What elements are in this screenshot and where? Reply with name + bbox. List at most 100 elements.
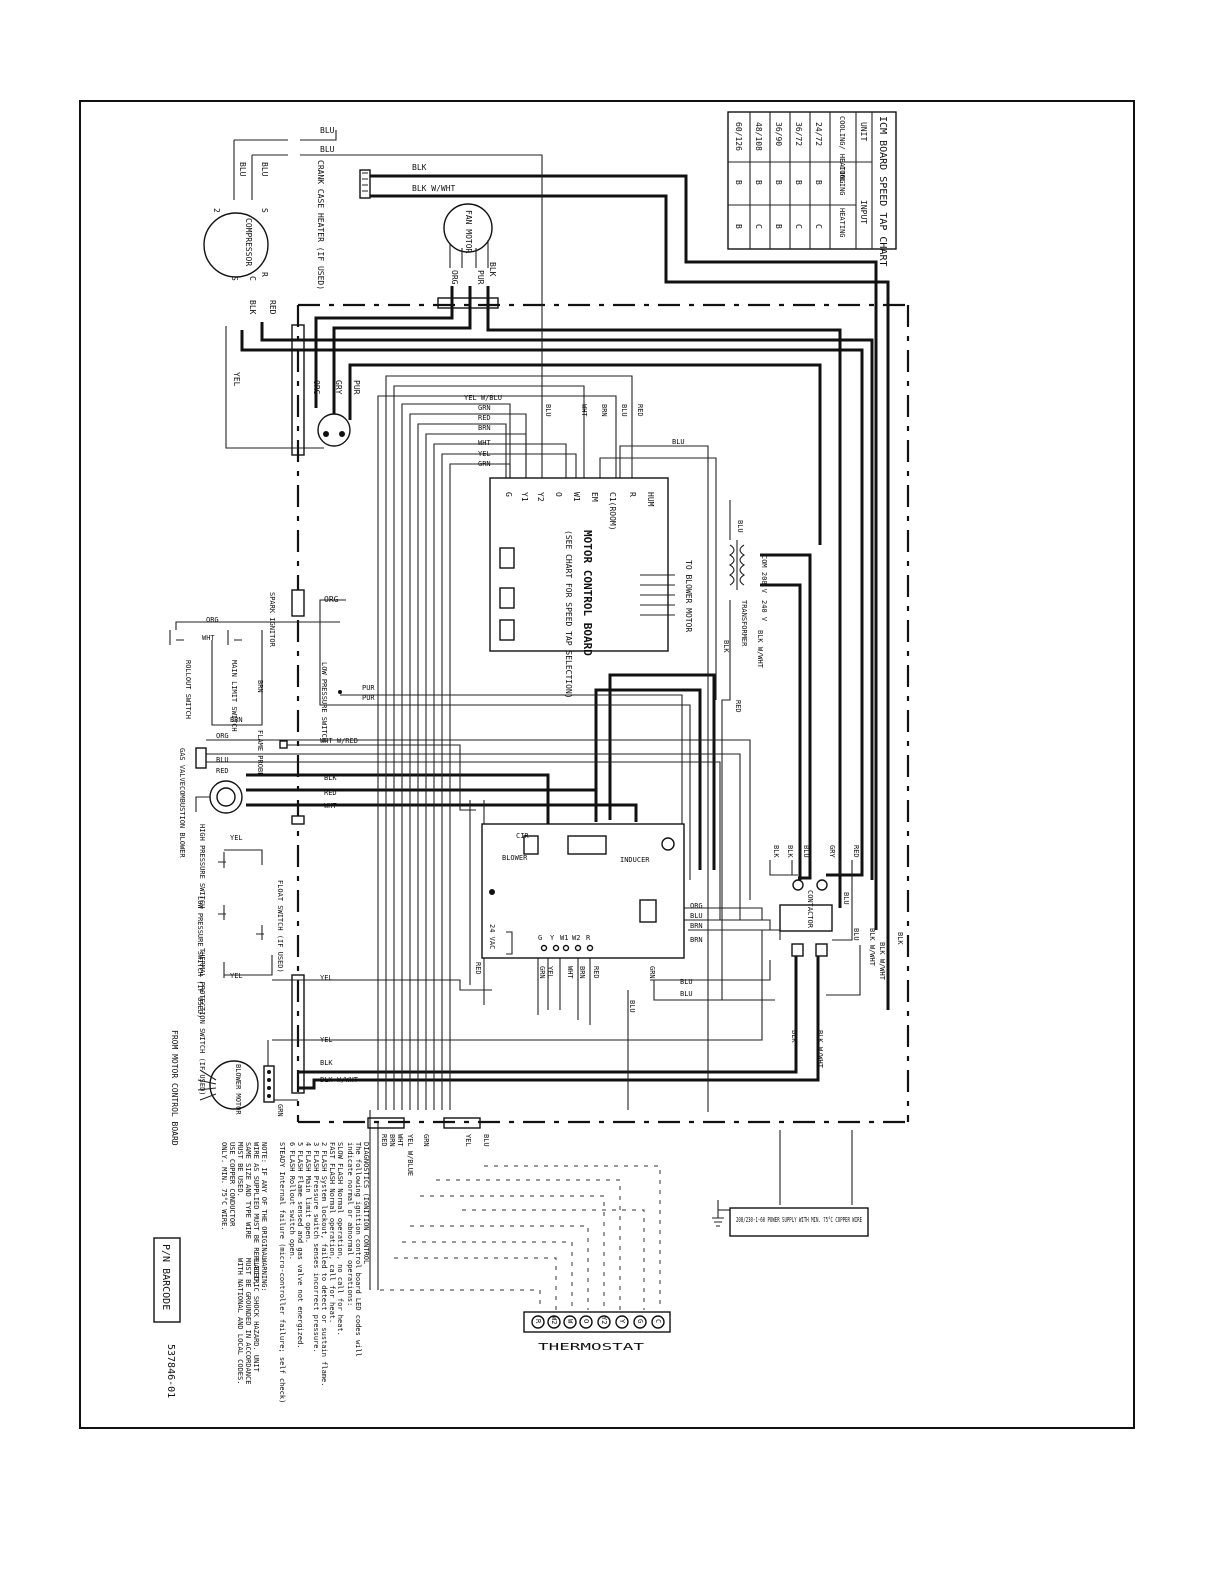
main-limit-switch: MAIN LIMIT SWITCH BRN BRN: [227, 630, 264, 732]
svg-text:B: B: [774, 224, 783, 229]
svg-text:BLU: BLU: [842, 892, 850, 905]
control-box-boundary: [296, 303, 910, 1124]
svg-text:WARNING:: WARNING:: [260, 1258, 268, 1292]
thermostat-wiring: [380, 1165, 661, 1310]
svg-text:4 FLASH Main limit open.: 4 FLASH Main limit open.: [304, 1142, 312, 1243]
bottom-wire-labels: RED BRN WHT YEL W/BLUE GRN YEL BLU: [380, 1134, 490, 1176]
svg-text:BLU: BLU: [802, 845, 810, 858]
mcb-wire-labels: YEL W/BLU GRN RED BRN WHT YEL GRN BLU WH…: [464, 394, 685, 468]
ignition-terminal: W1: [560, 934, 568, 942]
svg-text:BLU: BLU: [320, 126, 335, 135]
ignition-terminal: R: [586, 934, 591, 942]
svg-text:B: B: [774, 180, 783, 185]
svg-text:B: B: [814, 180, 823, 185]
wire-connectors: [291, 297, 499, 1129]
svg-text:BLK: BLK: [488, 262, 497, 277]
diagnostics-notes: DIAGNOSTICS (IGNITION CONTROL The follow…: [278, 1142, 370, 1403]
svg-text:BLK: BLK: [320, 1059, 333, 1067]
svg-text:B: B: [734, 180, 743, 185]
motor-control-board: MOTOR CONTROL BOARD (SEE CHART FOR SPEED…: [489, 477, 693, 699]
thermostat-terminal: Y: [618, 1319, 626, 1324]
svg-text:BLK W/WHT: BLK W/WHT: [320, 1076, 359, 1084]
svg-text:BLU: BLU: [680, 990, 693, 998]
mcb-terminal: O: [554, 492, 563, 497]
flame-probe: FLAME PROBE WHT W/RED ORG: [216, 730, 358, 776]
svg-text:THERMAL PROTECTION SWITCH (IF: THERMAL PROTECTION SWITCH (IF USED): [198, 948, 206, 1096]
svg-text:3 FLASH Pressure switch sense: 3 FLASH Pressure switch senses incorrect…: [312, 1142, 320, 1353]
svg-text:HIGH PRESSURE SWITCH: HIGH PRESSURE SWITCH: [198, 824, 206, 908]
svg-text:BLU: BLU: [628, 1000, 636, 1013]
spark-ignitor: SPARK IGNITOR ORG: [268, 589, 339, 648]
svg-text:FROM MOTOR CONTROL BOARD: FROM MOTOR CONTROL BOARD: [170, 1030, 179, 1146]
power-supply: 208/230-1-60 POWER SUPPLY WITH MIN. 75°C…: [712, 1200, 869, 1237]
svg-text:BLU: BLU: [544, 404, 552, 417]
svg-text:S: S: [230, 276, 239, 281]
svg-text:RED: RED: [478, 414, 491, 422]
svg-text:BLK: BLK: [790, 1030, 798, 1043]
svg-text:BLK: BLK: [896, 932, 904, 945]
svg-text:C: C: [814, 224, 823, 229]
shock-warning: WARNING: ELECTRIC SHOCK HAZARD. UNIT MUS…: [236, 1258, 268, 1384]
svg-text:BLU: BLU: [260, 162, 269, 177]
high-pressure-switch: HIGH PRESSURE SWITCH YEL: [198, 824, 243, 908]
combustion-blower: COMBUSTION BLOWER BLK RED WHT: [178, 774, 337, 858]
svg-text:YEL: YEL: [320, 1036, 333, 1044]
svg-text:FLOAT SWITCH (IF USED): FLOAT SWITCH (IF USED): [276, 880, 284, 973]
blower-motor: BLOWER MOTOR FROM MOTOR CONTROL BOARD YE…: [170, 1030, 359, 1146]
thermostat-terminal: W2: [550, 1316, 558, 1324]
svg-text:DIAGNOSTICS (IGNITION CONTROL: DIAGNOSTICS (IGNITION CONTROL: [362, 1142, 370, 1264]
svg-text:C: C: [754, 224, 763, 229]
svg-text:BLK W/WHT: BLK W/WHT: [878, 942, 886, 981]
svg-text:BLU: BLU: [680, 978, 693, 986]
mcb-terminal: C1(ROOM): [608, 492, 617, 531]
svg-text:ORG: ORG: [312, 380, 321, 395]
svg-text:BRN: BRN: [690, 922, 703, 930]
svg-text:BRN: BRN: [256, 680, 264, 693]
gas-valve: GAS VALVE BLU RED: [178, 747, 229, 786]
svg-text:YEL: YEL: [230, 972, 243, 980]
mcb-title: MOTOR CONTROL BOARD: [581, 530, 594, 656]
svg-text:BRN: BRN: [690, 936, 703, 944]
svg-text:LOW PRESSURE SWITCH: LOW PRESSURE SWITCH: [320, 662, 328, 742]
svg-text:BLU: BLU: [238, 162, 247, 177]
svg-text:BLU: BLU: [216, 756, 229, 764]
svg-text:PUR: PUR: [362, 694, 375, 702]
svg-text:BLOWER MOTOR: BLOWER MOTOR: [234, 1064, 242, 1115]
svg-text:S: S: [260, 208, 269, 213]
svg-text:YEL: YEL: [464, 1134, 472, 1147]
svg-text:USE COPPER CONDUCTOR: USE COPPER CONDUCTOR: [228, 1142, 236, 1227]
svg-text:FLAME PROBE: FLAME PROBE: [256, 730, 264, 776]
svg-text:LOW PRESSURE SWITCH (IF USED): LOW PRESSURE SWITCH (IF USED): [196, 896, 204, 1018]
ignition-control-board: CIR BLOWER INDUCER 24 VAC G Y W1 W2 R: [481, 823, 685, 959]
svg-text:MUST BE GROUNDED IN ACCORDANCE: MUST BE GROUNDED IN ACCORDANCE: [244, 1258, 252, 1384]
thermostat-terminal: G: [636, 1319, 644, 1323]
chart-row: 60/126 B B: [734, 122, 743, 229]
crankcase-label: CRANK CASE HEATER (IF USED): [316, 160, 325, 290]
svg-text:B: B: [734, 224, 743, 229]
part-number: 537846-01: [165, 1344, 176, 1398]
svg-text:48/108: 48/108: [754, 122, 763, 151]
svg-text:GRY: GRY: [334, 380, 343, 395]
chart-sub-cooling-heating: COOLING/ HEATING: [838, 116, 846, 183]
svg-text:BRN: BRN: [230, 716, 243, 724]
svg-text:RED: RED: [268, 300, 277, 315]
thermal-protection-switch: THERMAL PROTECTION SWITCH (IF USED) YEL …: [198, 948, 333, 1096]
svg-text:NOTE: IF ANY OF THE ORIGINAL: NOTE: IF ANY OF THE ORIGINAL: [260, 1142, 268, 1260]
svg-text:RED: RED: [636, 404, 644, 417]
svg-text:24 VAC: 24 VAC: [488, 924, 496, 949]
thermostat-terminal: Y2: [600, 1316, 608, 1324]
svg-text:YEL W/BLU: YEL W/BLU: [464, 394, 502, 402]
svg-text:MAIN LIMIT SWITCH: MAIN LIMIT SWITCH: [230, 660, 238, 732]
ignition-terminal: W2: [572, 934, 580, 942]
svg-text:GAS VALVE: GAS VALVE: [178, 748, 186, 786]
svg-text:36/72: 36/72: [794, 122, 803, 146]
fan-motor-label: FAN MOTOR: [464, 210, 473, 254]
svg-text:STEADY Internal failure (micr: STEADY Internal failure (micro-controlle…: [278, 1142, 286, 1403]
svg-text:BLOWER: BLOWER: [502, 854, 528, 862]
svg-text:BLU: BLU: [320, 145, 335, 154]
compressor-label: COMPRESSOR: [244, 218, 253, 266]
svg-text:BLK W/WHT: BLK W/WHT: [816, 1030, 824, 1069]
svg-text:BLK W/WHT: BLK W/WHT: [412, 184, 456, 193]
svg-text:B: B: [754, 180, 763, 185]
